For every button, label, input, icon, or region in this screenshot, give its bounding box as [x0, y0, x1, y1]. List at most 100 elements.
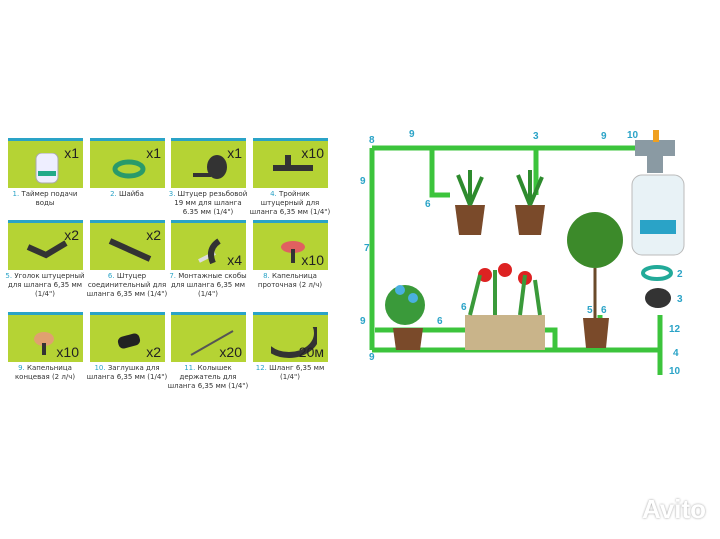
- kit-item-tile: x1: [8, 138, 83, 188]
- diagram-callout-number: 9: [360, 176, 366, 187]
- item-number: 10.: [94, 364, 106, 372]
- item-number: 9.: [18, 364, 25, 372]
- diagram-callout-number: 4: [673, 348, 679, 359]
- item-number: 4.: [270, 190, 277, 198]
- quantity-label: x20: [219, 344, 242, 360]
- connector-icon: [108, 238, 152, 262]
- kit-item-tile: x4: [171, 220, 246, 270]
- quantity-label: x1: [227, 145, 242, 161]
- diagram-callout-number: 3: [677, 294, 683, 305]
- item-name: Колышек держатель для шланга 6,35 мм (1/…: [167, 364, 249, 390]
- plug-icon: [117, 333, 141, 349]
- diagram-callout-number: 12: [669, 324, 681, 335]
- item-name: Тройник штуцерный для шланга 6,35 мм (1/…: [249, 190, 331, 216]
- stake-icon: [190, 330, 234, 356]
- tee-fitting-icon: [273, 155, 313, 171]
- quantity-label: x2: [146, 344, 161, 360]
- blue-flower-pot-icon: [385, 285, 425, 350]
- diagram-callout-number: 10: [669, 366, 681, 377]
- item-name: Шайба: [118, 190, 144, 198]
- item-name: Капельница концевая (2 л/ч): [14, 364, 76, 381]
- diagram-callout-number: 2: [677, 269, 683, 280]
- diagram-callout-number: 6: [601, 305, 607, 316]
- quantity-label: x10: [301, 145, 324, 161]
- kit-item-label: 4. Тройник штуцерный для шланга 6,35 мм …: [248, 190, 332, 217]
- kit-item-tile: x2: [90, 220, 165, 270]
- threaded-fitting-icon: [193, 155, 227, 179]
- diagram-callout-number: 5: [587, 305, 593, 316]
- flower-planter-icon: [465, 263, 545, 350]
- kit-item-label: 9. Капельница концевая (2 л/ч): [3, 364, 87, 382]
- kit-item-tile: x20: [171, 312, 246, 362]
- item-name: Монтажные скобы для шланга 6,35 мм (1/4"…: [170, 272, 247, 298]
- kit-item-label: 6. Штуцер соединительный для шланга 6,35…: [85, 272, 169, 299]
- hose-mid: [375, 327, 558, 350]
- item-name: Капельница проточная (2 л/ч): [257, 272, 323, 289]
- item-number: 8.: [263, 272, 270, 280]
- item-number: 7.: [169, 272, 177, 280]
- plant-pot-1-icon: [455, 170, 485, 235]
- hose-coil-icon: [271, 327, 317, 358]
- timer-icon: [35, 153, 59, 184]
- quantity-label: x10: [301, 252, 324, 268]
- plant-pot-2-icon: [515, 170, 545, 235]
- diagram-callout-number: 9: [360, 316, 366, 327]
- item-name: Уголок штуцерный для шланга 6,35 мм (1/4…: [7, 272, 85, 298]
- quantity-label: x1: [146, 145, 161, 161]
- clip-icon: [198, 238, 221, 265]
- item-number: 6.: [107, 272, 115, 280]
- tree-pot-icon: [567, 212, 623, 348]
- kit-item-label: 2. Шайба: [85, 190, 169, 199]
- kit-item-tile: x10: [253, 220, 328, 270]
- item-number: 5.: [5, 272, 13, 280]
- diagram-callout-number: 10: [627, 130, 639, 141]
- item-number: 11.: [184, 364, 196, 372]
- kit-item-label: 1. Таймер подачи воды: [3, 190, 87, 208]
- washer-icon: [112, 159, 146, 179]
- diagram-callout-number: 6: [461, 302, 467, 313]
- washer-icon: [641, 265, 673, 281]
- item-name: Штуцер резьбовой 19 мм для шланга 6.35 м…: [174, 190, 248, 216]
- kit-item-tile: x10: [8, 312, 83, 362]
- item-name: Штуцер соединительный для шланга 6,35 мм…: [86, 272, 168, 298]
- item-number: 12.: [255, 364, 267, 372]
- kit-item-tile: x1: [90, 138, 165, 188]
- avito-watermark: Avito: [641, 494, 706, 524]
- timer-icon: [631, 174, 685, 256]
- diagram-callout-number: 9: [369, 352, 375, 363]
- diagram-callout-number: 7: [364, 243, 370, 254]
- hose-branch-1: [429, 148, 450, 198]
- dripper-red-icon: [281, 241, 305, 263]
- kit-item-label: 5. Уголок штуцерный для шланга 6,35 мм (…: [3, 272, 87, 299]
- item-number: 2.: [110, 190, 117, 198]
- item-number: 1.: [12, 190, 20, 198]
- quantity-label: 20м: [298, 344, 324, 360]
- item-name: Заглушка для шланга 6,35 мм (1/4"): [86, 364, 168, 381]
- quantity-label: x4: [227, 252, 242, 268]
- diagram-callout-number: 6: [425, 199, 431, 210]
- kit-item-label: 11. Колышек держатель для шланга 6,35 мм…: [166, 364, 250, 391]
- faucet-icon: [635, 130, 675, 173]
- quantity-label: x2: [146, 227, 161, 243]
- diagram-callout-number: 9: [601, 131, 607, 142]
- elbow-fitting-icon: [26, 240, 68, 259]
- quantity-label: x2: [64, 227, 79, 243]
- item-name: Таймер подачи воды: [21, 190, 78, 207]
- diagram-callout-number: 9: [409, 129, 415, 140]
- kit-item-tile: x10: [253, 138, 328, 188]
- dripper-orange-icon: [34, 332, 54, 355]
- kit-item-label: 7. Монтажные скобы для шланга 6,35 мм (1…: [166, 272, 250, 299]
- diagram-callout-number: 8: [369, 135, 375, 146]
- quantity-label: x1: [64, 145, 79, 161]
- kit-item-label: 12. Шланг 6,35 мм (1/4"): [248, 364, 332, 382]
- kit-item-tile: x2: [8, 220, 83, 270]
- quantity-label: x10: [56, 344, 79, 360]
- kit-item-tile: x2: [90, 312, 165, 362]
- kit-item-label: 3. Штуцер резьбовой 19 мм для шланга 6.3…: [166, 190, 250, 217]
- kit-item-label: 8. Капельница проточная (2 л/ч): [248, 272, 332, 290]
- diagram-callout-number: 3: [533, 131, 539, 142]
- kit-item-label: 10. Заглушка для шланга 6,35 мм (1/4"): [85, 364, 169, 382]
- item-number: 3.: [168, 190, 176, 198]
- fitting-icon: [645, 288, 671, 308]
